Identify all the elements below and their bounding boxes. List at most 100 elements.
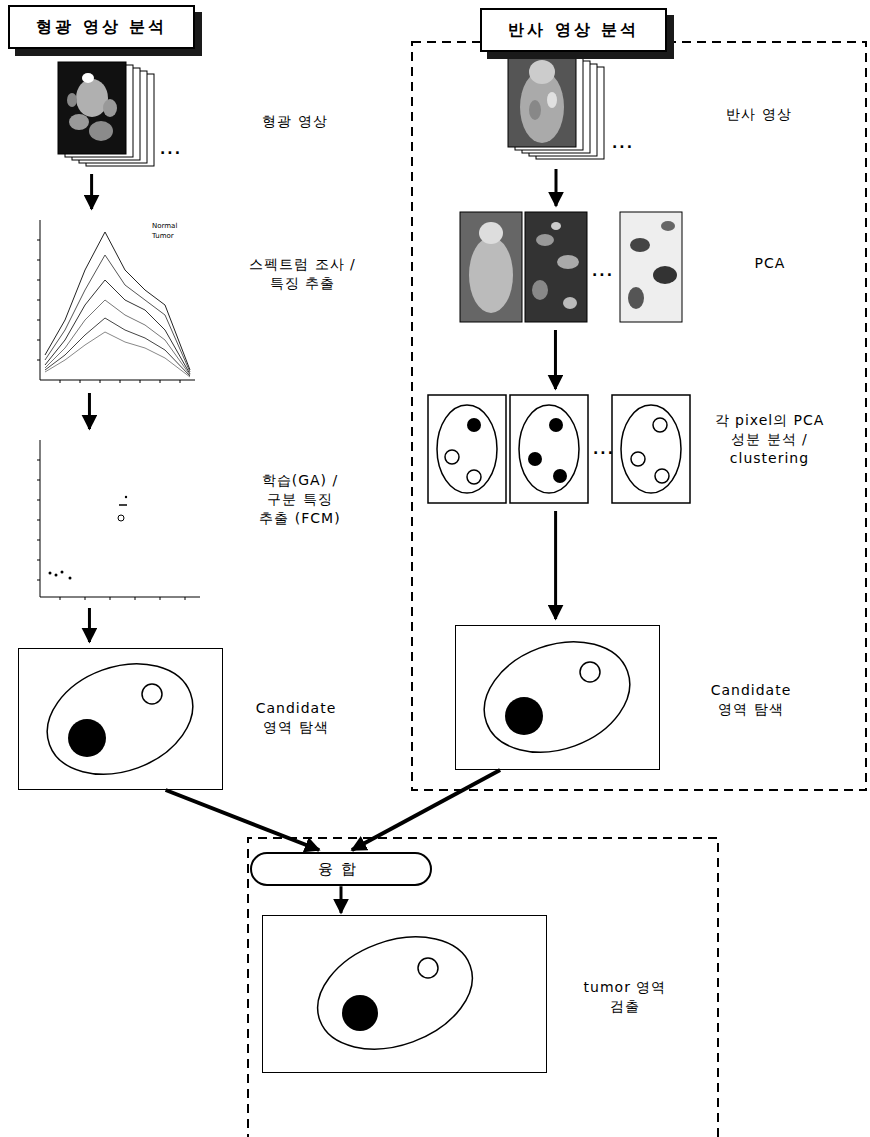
cluster-dot xyxy=(653,418,667,432)
chart-step: 스펙트럼 조사 / 특징 추출 xyxy=(35,215,200,385)
cluster-dot xyxy=(655,469,669,483)
cluster-dot xyxy=(467,470,481,484)
step-label: Candidate 영역 탐색 xyxy=(701,681,801,719)
mouse-body xyxy=(469,237,513,313)
data-point xyxy=(125,496,127,498)
mouse-head xyxy=(479,222,503,244)
flow-arrow xyxy=(340,886,343,913)
glow xyxy=(82,73,94,83)
result-box: tumor 영역 검출 xyxy=(262,915,547,1073)
body-outline xyxy=(469,622,646,771)
spectrum-curve xyxy=(45,232,190,370)
cluster-dot xyxy=(445,450,459,464)
flow-arrow xyxy=(554,330,557,389)
candidate-spot xyxy=(142,684,162,704)
node-text: Candidate 영역 탐색 xyxy=(701,681,801,719)
image-step: 형광 영상 xyxy=(58,62,154,166)
body-outline xyxy=(519,405,579,493)
tick xyxy=(37,460,185,600)
texture xyxy=(628,287,644,309)
flow-arrow xyxy=(90,174,93,209)
region-sketch xyxy=(469,622,646,771)
axis xyxy=(40,220,195,380)
texture xyxy=(557,255,579,269)
glow xyxy=(103,99,117,117)
spectrum-curve xyxy=(45,255,190,372)
data-point xyxy=(118,515,124,521)
step-label: PCA xyxy=(725,254,815,273)
ellipsis-mark: ... xyxy=(160,140,182,159)
node-text: 스펙트럼 조사 / 특징 추출 xyxy=(245,255,360,293)
legend-text: Normal xyxy=(152,222,177,231)
cluster-box xyxy=(510,395,588,503)
scatter-plot xyxy=(37,440,200,600)
data-point xyxy=(119,504,127,506)
image-stack xyxy=(58,62,154,166)
image-step: PCA xyxy=(460,212,682,322)
candidate-box: Candidate 영역 탐색 xyxy=(455,625,660,770)
flow-arrow xyxy=(88,608,91,642)
glow xyxy=(76,79,108,117)
data-point xyxy=(61,571,64,574)
node-text: 학습(GA) / 구분 특징 추출 (FCM) xyxy=(250,471,350,528)
dashed-region xyxy=(248,838,718,1137)
body-outline xyxy=(32,644,209,793)
data-point xyxy=(49,572,52,575)
axis xyxy=(40,440,200,597)
reflection-image xyxy=(508,55,576,147)
image-stack xyxy=(508,55,604,159)
legend-text: Tumor xyxy=(152,232,174,241)
spectrum-curve xyxy=(45,332,190,377)
step-label: tumor 영역 검출 xyxy=(570,978,680,1016)
image-step: 반사 영상 xyxy=(508,55,604,159)
pca-image xyxy=(460,212,522,322)
flow-arrow xyxy=(88,393,91,429)
cluster-boxes xyxy=(428,395,690,503)
node-text: tumor 영역 검출 xyxy=(570,978,680,1016)
chart-step: 학습(GA) / 구분 특징 추출 (FCM) xyxy=(35,435,200,600)
body-outline xyxy=(621,405,681,493)
step-label: 학습(GA) / 구분 특징 추출 (FCM) xyxy=(250,471,350,528)
ellipsis-mark: ... xyxy=(592,262,614,281)
step-label: 스펙트럼 조사 / 특징 추출 xyxy=(245,255,360,293)
spectrum-chart xyxy=(37,220,195,383)
spectrum-curve xyxy=(45,300,190,375)
node-text: 반사 영상 xyxy=(714,105,804,124)
cluster-box xyxy=(612,395,690,503)
flow-arrow xyxy=(166,790,320,850)
flow-arrow xyxy=(555,169,558,206)
pca-images xyxy=(460,212,682,322)
cluster-dot xyxy=(549,418,563,432)
texture xyxy=(661,221,675,231)
section-title-text: 반사 영상 분석 xyxy=(508,19,639,41)
node-text: 융합 xyxy=(318,859,364,879)
mouse-head xyxy=(529,60,555,84)
node-text: 형광 영상 xyxy=(250,112,340,131)
pca-image xyxy=(525,212,587,322)
node-text: PCA xyxy=(725,254,815,273)
texture xyxy=(532,280,548,300)
mouse-detail xyxy=(529,100,541,120)
cluster-step: 각 pixel의 PCA 성분 분석 / clustering xyxy=(428,395,690,503)
section-title: 형광 영상 분석 xyxy=(8,5,195,49)
tumor-spot xyxy=(342,995,378,1031)
fluorescence-image xyxy=(58,62,126,154)
texture xyxy=(536,234,554,246)
body-outline xyxy=(302,917,488,1069)
tumor-spot xyxy=(505,697,543,735)
node-text: 각 pixel의 PCA 성분 분석 / clustering xyxy=(712,411,827,468)
section-title-text: 형광 영상 분석 xyxy=(36,16,167,38)
region-sketch xyxy=(302,917,488,1069)
step-label: 반사 영상 xyxy=(714,105,804,124)
candidate-box: Candidate 영역 탐색 xyxy=(18,648,223,790)
ellipsis-mark: ... xyxy=(612,134,634,153)
body-outline xyxy=(437,405,497,493)
cluster-dot xyxy=(467,418,481,432)
flow-arrow xyxy=(554,511,557,619)
dashed-region xyxy=(412,42,866,790)
tick xyxy=(37,240,180,383)
pca-image xyxy=(620,212,682,322)
glow xyxy=(89,121,113,141)
